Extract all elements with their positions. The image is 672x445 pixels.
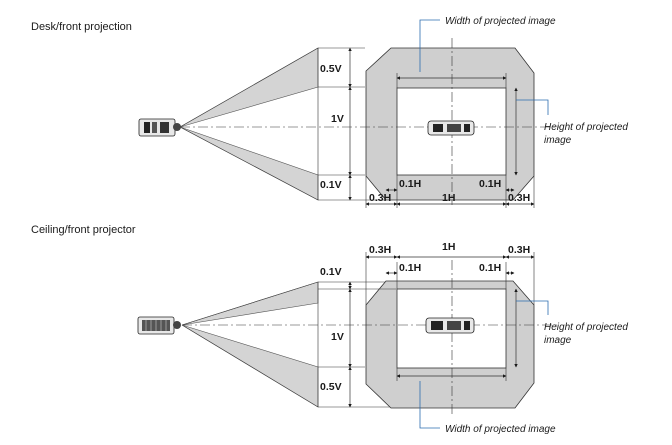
dim-label-0-5v: 0.5V [320,63,342,75]
dim-label-0-1h-left: 0.1H [399,178,421,190]
dim-label-0-3h-left: 0.3H [369,244,391,256]
projector-icon [137,316,181,335]
dim-label-0-3h-left: 0.3H [369,192,391,204]
projector-icon [425,317,475,334]
width-callout: Width of projected image [445,16,556,27]
section-title-desk: Desk/front projection [31,21,132,33]
projector-icon [427,120,475,136]
desk-front-diagram: 0.5V 1V 0.1V 0.1H 0.1H 0.3H 1H 0.3H Widt… [138,16,628,208]
dim-label-0-1v: 0.1V [320,179,342,191]
dim-label-1h: 1H [442,192,455,204]
dim-label-1v: 1V [331,113,344,125]
dim-label-0-1h-right: 0.1H [479,178,501,190]
height-callout-line2: image [544,335,572,346]
height-callout-line1: Height of projected [544,322,628,333]
ceiling-front-diagram: 0.1V 1V 0.5V 0.3H 1H 0.3H 0.1H 0.1H Heig… [137,241,628,435]
dim-label-0-1v: 0.1V [320,266,342,278]
projector-icon [138,118,181,137]
width-callout: Width of projected image [445,424,556,435]
dim-label-0-1h-left: 0.1H [399,262,421,274]
height-callout-line2: image [544,135,572,146]
dim-label-0-3h-right: 0.3H [508,192,530,204]
dim-label-0-1h-right: 0.1H [479,262,501,274]
dim-label-1v: 1V [331,331,344,343]
section-title-ceiling: Ceiling/front projector [31,224,136,236]
dim-label-0-3h-right: 0.3H [508,244,530,256]
height-callout-line1: Height of projected [544,122,628,133]
dim-label-0-5v: 0.5V [320,381,342,393]
dim-label-1h: 1H [442,241,455,253]
